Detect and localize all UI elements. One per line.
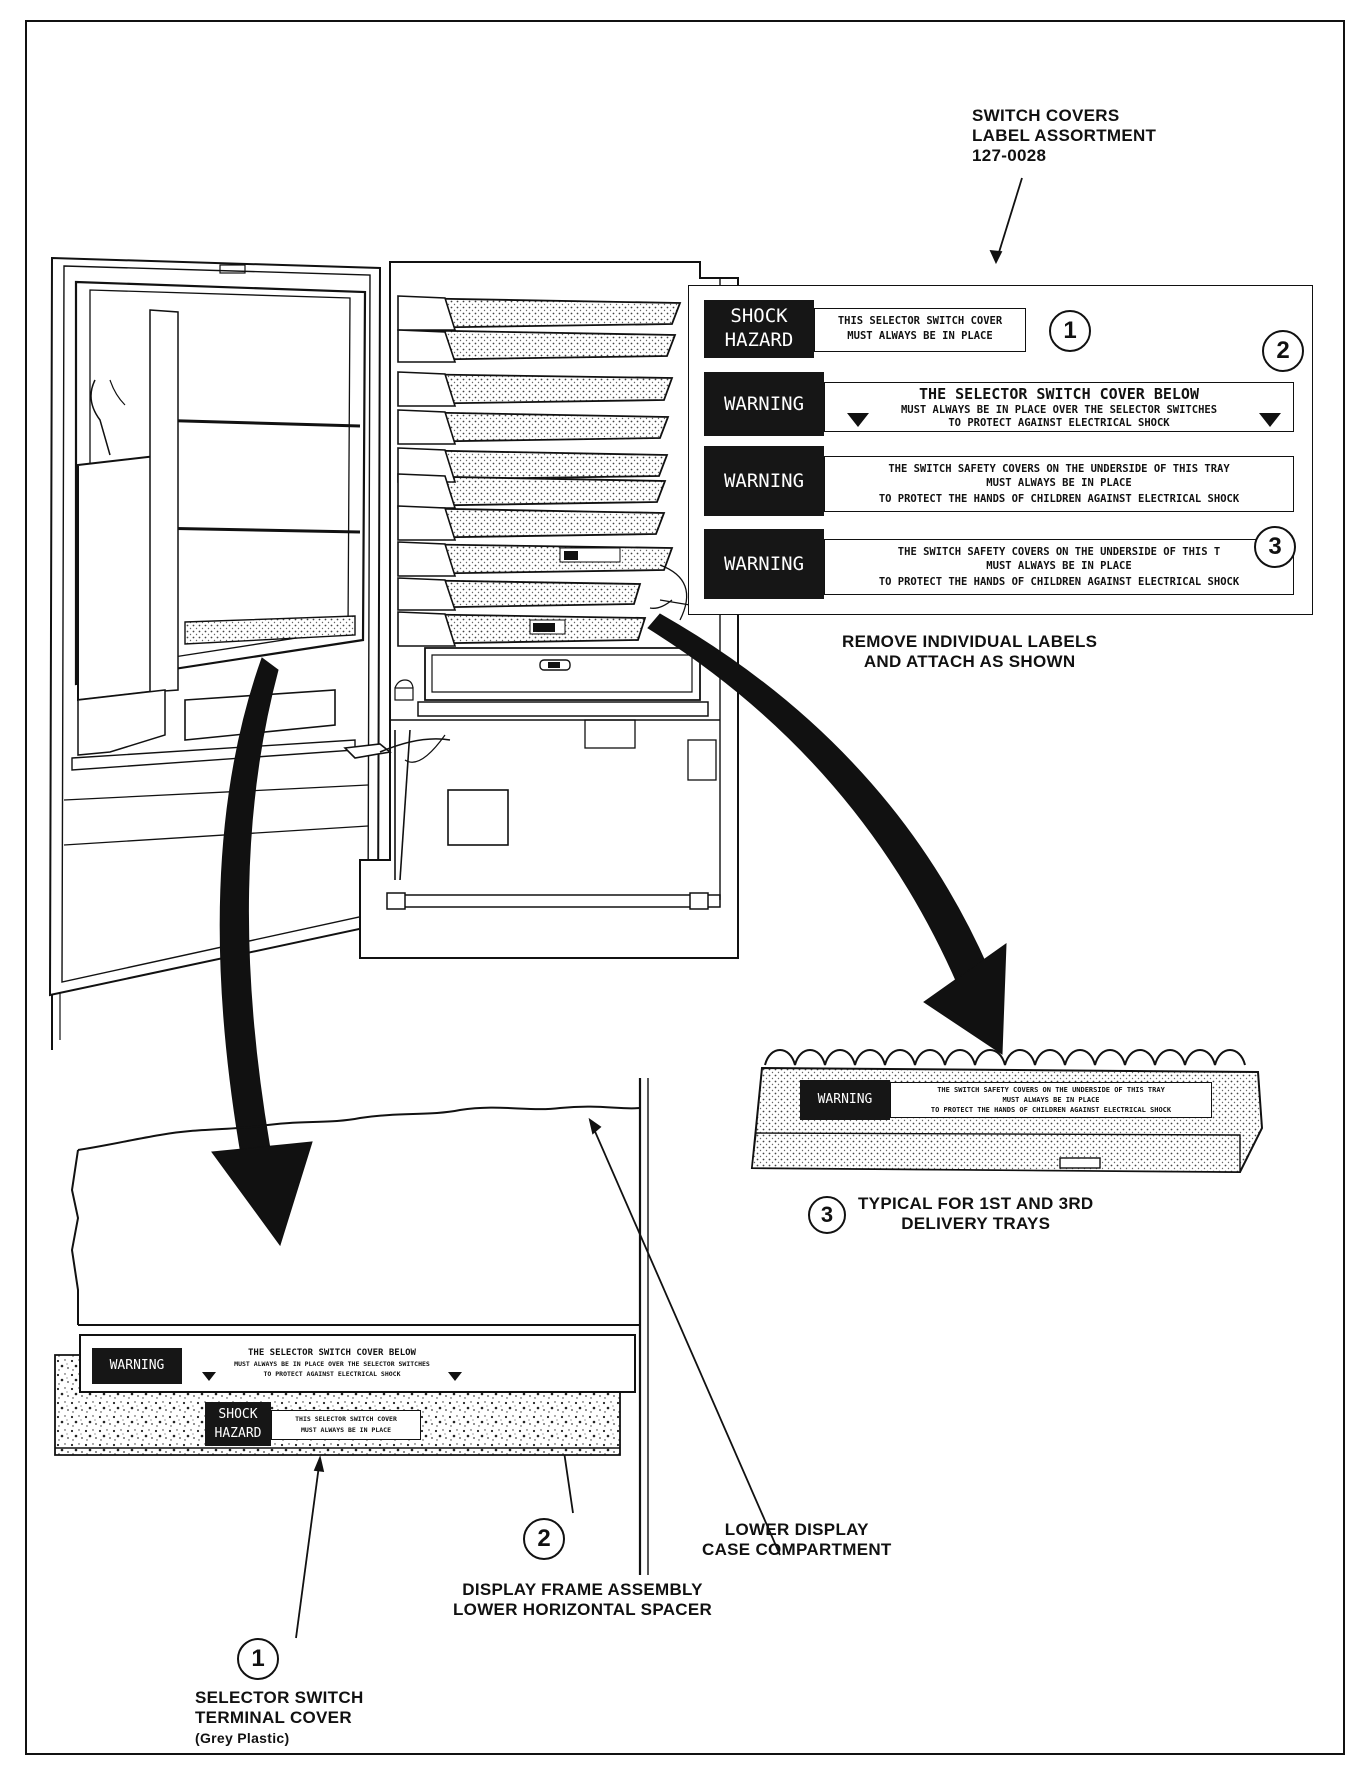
tray-detail-warning-label: THE SWITCH SAFETY COVERS ON THE UNDERSID… bbox=[890, 1082, 1212, 1118]
spacer-text-line1: THE SELECTOR SWITCH COVER BELOW bbox=[248, 1348, 416, 1358]
tray-text-line3: TO PROTECT THE HANDS OF CHILDREN AGAINST… bbox=[878, 493, 1240, 505]
spacer-warning-badge: WARNING bbox=[92, 1348, 182, 1384]
label-number-3: 3 bbox=[1254, 526, 1296, 568]
terminal-callout-line2: TERMINAL COVER bbox=[195, 1708, 352, 1727]
curved-arrow-to-delivery-tray bbox=[647, 613, 1007, 1055]
spacer-callout-number: 2 bbox=[523, 1518, 565, 1560]
tray-warning-2-label: THE SWITCH SAFETY COVERS ON THE UNDERSID… bbox=[824, 539, 1294, 595]
shock-hazard-badge: SHOCK HAZARD bbox=[704, 300, 814, 358]
selector-text-line3: TO PROTECT AGAINST ELECTRICAL SHOCK bbox=[948, 417, 1170, 429]
arrow-down-icon bbox=[1259, 413, 1281, 427]
terminal-badge-line1: SHOCK bbox=[218, 1407, 258, 1422]
tray-text-line2: MUST ALWAYS BE IN PLACE bbox=[986, 477, 1132, 489]
terminal-badge-line2: HAZARD bbox=[214, 1426, 262, 1441]
tray-callout-number: 3 bbox=[808, 1196, 846, 1234]
terminal-text-line1: THIS SELECTOR SWITCH COVER bbox=[295, 1415, 397, 1423]
tray2-text-line3: TO PROTECT THE HANDS OF CHILDREN AGAINST… bbox=[878, 576, 1240, 588]
label-number-2: 2 bbox=[1262, 330, 1304, 372]
curved-arrow-to-terminal-cover bbox=[211, 657, 313, 1247]
label-assortment-callout: SWITCH COVERS LABEL ASSORTMENT 127-0028 bbox=[972, 106, 1156, 166]
tray-callout: TYPICAL FOR 1ST AND 3RD DELIVERY TRAYS bbox=[858, 1194, 1093, 1234]
assortment-line1: SWITCH COVERS bbox=[972, 106, 1120, 125]
tray-warning-badge: WARNING bbox=[704, 446, 824, 516]
shock-badge-line1: SHOCK bbox=[730, 305, 788, 327]
tray-detail-warning-badge: WARNING bbox=[800, 1080, 890, 1120]
arrow-down-icon bbox=[847, 413, 869, 427]
label-number-1: 1 bbox=[1049, 310, 1091, 352]
spacer-callout-line1: DISPLAY FRAME ASSEMBLY bbox=[462, 1580, 703, 1599]
diagram-border bbox=[25, 20, 1345, 1755]
selector-warning-badge: WARNING bbox=[704, 372, 824, 436]
selector-text-line2: MUST ALWAYS BE IN PLACE OVER THE SELECTO… bbox=[900, 404, 1218, 416]
tray-detail-line3: TO PROTECT THE HANDS OF CHILDREN AGAINST… bbox=[930, 1106, 1172, 1114]
instruction-line2: AND ATTACH AS SHOWN bbox=[863, 652, 1076, 671]
lower-compartment-callout: LOWER DISPLAY CASE COMPARTMENT bbox=[702, 1520, 892, 1560]
shock-hazard-label: THIS SELECTOR SWITCH COVER MUST ALWAYS B… bbox=[814, 308, 1026, 352]
open-door bbox=[48, 256, 382, 1050]
spacer-text-line3: TO PROTECT AGAINST ELECTRICAL SHOCK bbox=[263, 1370, 401, 1378]
lower-compartment-line1: LOWER DISPLAY bbox=[724, 1520, 869, 1539]
terminal-shock-label: THIS SELECTOR SWITCH COVER MUST ALWAYS B… bbox=[271, 1410, 421, 1440]
spacer-warning-label: THE SELECTOR SWITCH COVER BELOW MUST ALW… bbox=[182, 1348, 482, 1384]
shock-badge-line2: HAZARD bbox=[724, 329, 794, 351]
spacer-callout: DISPLAY FRAME ASSEMBLY LOWER HORIZONTAL … bbox=[453, 1580, 712, 1620]
lower-compartment-detail bbox=[54, 1078, 649, 1575]
tray-detail-line1: THE SWITCH SAFETY COVERS ON THE UNDERSID… bbox=[937, 1086, 1165, 1094]
lower-compartment-line2: CASE COMPARTMENT bbox=[702, 1540, 892, 1559]
terminal-callout: SELECTOR SWITCH TERMINAL COVER (Grey Pla… bbox=[195, 1688, 364, 1748]
terminal-callout-line1: SELECTOR SWITCH bbox=[195, 1688, 364, 1707]
instruction-line1: REMOVE INDIVIDUAL LABELS bbox=[842, 632, 1098, 651]
arrow-down-icon bbox=[202, 1372, 216, 1381]
tray2-text-line2: MUST ALWAYS BE IN PLACE bbox=[986, 560, 1132, 572]
assortment-line2: LABEL ASSORTMENT bbox=[972, 126, 1157, 145]
assortment-part-number: 127-0028 bbox=[972, 146, 1047, 165]
cabinet-body bbox=[343, 261, 739, 959]
terminal-callout-line3: (Grey Plastic) bbox=[195, 1730, 290, 1746]
selector-text-line1: THE SELECTOR SWITCH COVER BELOW bbox=[919, 385, 1199, 403]
terminal-text-line2: MUST ALWAYS BE IN PLACE bbox=[300, 1426, 391, 1434]
tray-warning-2-badge: WARNING bbox=[704, 529, 824, 599]
tray-text-line1: THE SWITCH SAFETY COVERS ON THE UNDERSID… bbox=[888, 463, 1230, 475]
terminal-callout-number: 1 bbox=[237, 1638, 279, 1680]
label-assortment-sheet: SHOCK HAZARD THIS SELECTOR SWITCH COVER … bbox=[688, 285, 1313, 615]
tray2-text-line1: THE SWITCH SAFETY COVERS ON THE UNDERSID… bbox=[897, 546, 1221, 558]
terminal-shock-badge: SHOCK HAZARD bbox=[205, 1402, 271, 1446]
instruction-callout: REMOVE INDIVIDUAL LABELS AND ATTACH AS S… bbox=[842, 632, 1097, 672]
tray-callout-line2: DELIVERY TRAYS bbox=[901, 1214, 1051, 1233]
shock-text-line1: THIS SELECTOR SWITCH COVER bbox=[837, 315, 1003, 327]
tray-warning-label: THE SWITCH SAFETY COVERS ON THE UNDERSID… bbox=[824, 456, 1294, 512]
shock-text-line2: MUST ALWAYS BE IN PLACE bbox=[847, 330, 993, 342]
spacer-callout-line2: LOWER HORIZONTAL SPACER bbox=[453, 1600, 713, 1619]
spacer-text-line2: MUST ALWAYS BE IN PLACE OVER THE SELECTO… bbox=[234, 1360, 430, 1368]
tray-callout-line1: TYPICAL FOR 1ST AND 3RD bbox=[858, 1194, 1094, 1213]
tray-detail-line2: MUST ALWAYS BE IN PLACE bbox=[1002, 1096, 1100, 1104]
selector-warning-label: THE SELECTOR SWITCH COVER BELOW MUST ALW… bbox=[824, 382, 1294, 432]
arrow-down-icon bbox=[448, 1372, 462, 1381]
